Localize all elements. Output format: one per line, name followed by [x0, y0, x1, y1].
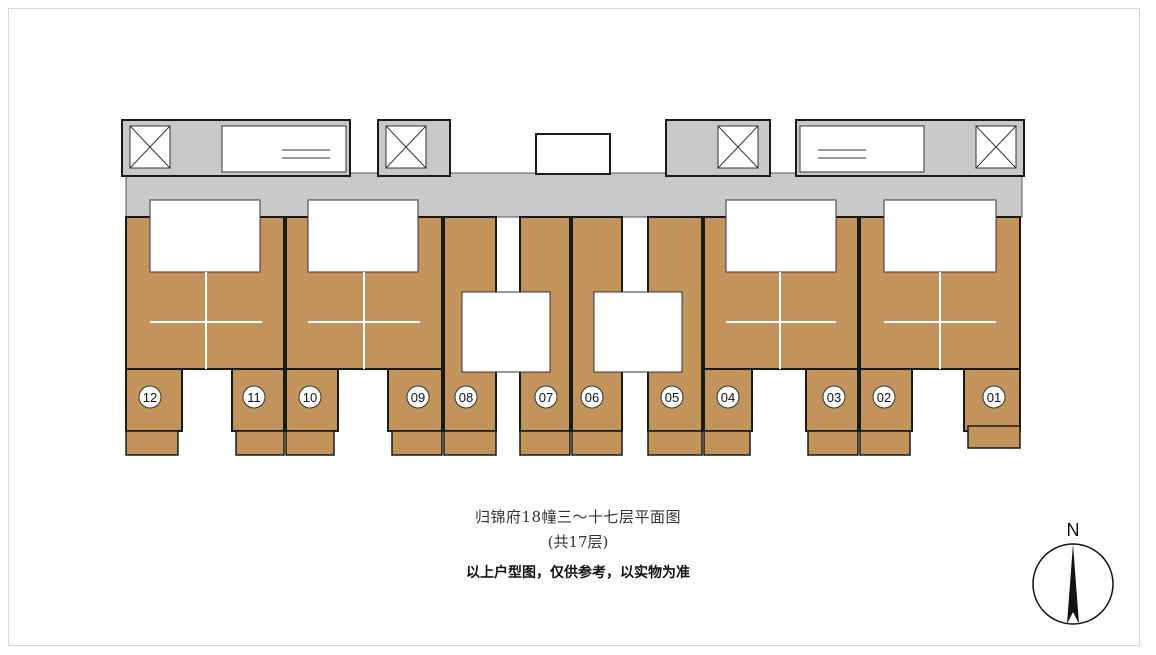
- unit-marker-11: [242, 385, 266, 409]
- unit-labels: 12 11 10 09 08 07 06 05 04 03 02 01: [138, 385, 1006, 409]
- unit-number-03: 03: [827, 390, 841, 405]
- unit-cluster-08-07: [443, 216, 571, 456]
- elevator-core-mid-left: [377, 119, 451, 177]
- unit-marker-02: [872, 385, 896, 409]
- unit-cluster-12-11: [125, 199, 285, 456]
- plan-subtitle: (共17层): [547, 533, 609, 551]
- unit-number-09: 09: [411, 390, 425, 405]
- unit-number-07: 07: [539, 390, 553, 405]
- stair-core-right: [795, 119, 1025, 177]
- unit-marker-10: [298, 385, 322, 409]
- unit-marker-12: [138, 385, 162, 409]
- compass-label: N: [1067, 520, 1080, 540]
- disclaimer: 以上户型图，仅供参考，以实物为准: [466, 565, 690, 581]
- unit-marker-03: [822, 385, 846, 409]
- unit-marker-09: [406, 385, 430, 409]
- unit-number-12: 12: [143, 390, 157, 405]
- north-arrow-icon: N: [1032, 520, 1114, 625]
- service-core-center: [535, 133, 611, 175]
- unit-cluster-04-03: [703, 199, 859, 456]
- unit-number-01: 01: [987, 390, 1001, 405]
- unit-marker-07: [534, 385, 558, 409]
- unit-number-11: 11: [247, 390, 261, 405]
- unit-marker-01: [982, 385, 1006, 409]
- unit-number-04: 04: [721, 390, 735, 405]
- unit-number-08: 08: [459, 390, 473, 405]
- unit-cluster-10-09: [285, 199, 443, 456]
- floor-plan: 12 11 10 09 08 07 06 05 04 03 02 01: [121, 119, 1025, 456]
- stair-core-left: [121, 119, 351, 177]
- unit-number-02: 02: [877, 390, 891, 405]
- unit-marker-06: [580, 385, 604, 409]
- unit-marker-05: [660, 385, 684, 409]
- unit-marker-08: [454, 385, 478, 409]
- unit-cluster-02-01: [859, 199, 1021, 456]
- unit-number-05: 05: [665, 390, 679, 405]
- unit-marker-04: [716, 385, 740, 409]
- unit-number-06: 06: [585, 390, 599, 405]
- unit-cluster-06-05: [571, 216, 703, 456]
- drawing-frame: [8, 8, 1140, 646]
- plan-title: 归锦府18幢三～十七层平面图: [474, 508, 682, 526]
- elevator-core-mid-right: [665, 119, 771, 177]
- unit-number-10: 10: [303, 390, 317, 405]
